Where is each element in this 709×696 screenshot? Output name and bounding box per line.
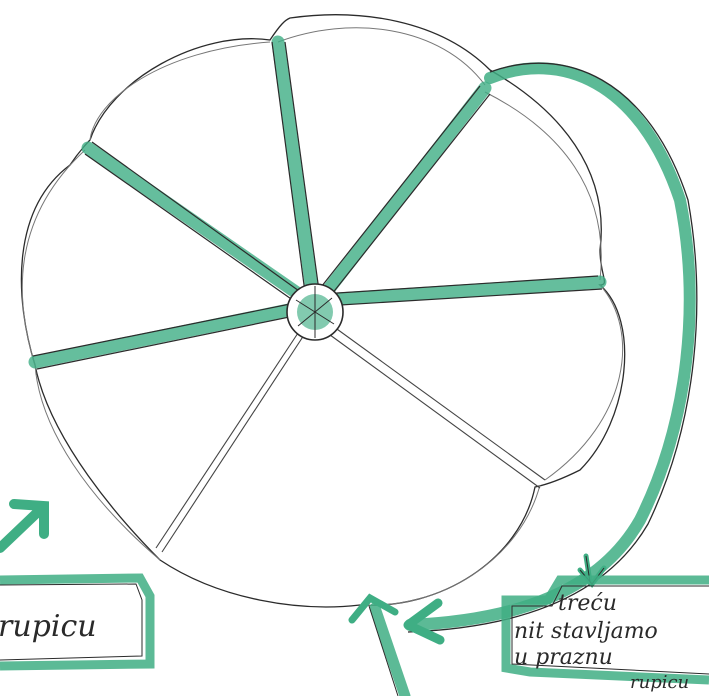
lobe-line bbox=[278, 28, 485, 85]
right-label-line-3: u praznu bbox=[514, 645, 613, 670]
left-arrow-icon bbox=[0, 504, 44, 548]
spoke-upper-left bbox=[88, 148, 310, 302]
left-label-text: rupicu bbox=[0, 609, 97, 644]
lobe-line bbox=[90, 42, 270, 140]
lobe-line bbox=[485, 92, 601, 280]
right-label-line-1: treću bbox=[558, 591, 617, 616]
spoke-top bbox=[278, 42, 314, 305]
right-label-line-2: nit stavljamo bbox=[514, 619, 658, 644]
lobe-line bbox=[360, 485, 540, 605]
plain-spokes bbox=[156, 324, 545, 552]
spoke-left bbox=[35, 306, 308, 362]
bottom-pointer-line bbox=[375, 608, 405, 696]
lobe-line bbox=[22, 150, 85, 365]
right-label-line-4: rupicu bbox=[630, 672, 689, 693]
curved-arrow bbox=[410, 68, 690, 625]
center-hub bbox=[287, 284, 343, 340]
lobe-line bbox=[545, 285, 623, 480]
spoke-top-right bbox=[318, 88, 485, 303]
lobe-line bbox=[35, 365, 160, 560]
spoke-bottom-right bbox=[330, 324, 545, 480]
spoke-bottom-left bbox=[156, 330, 300, 548]
